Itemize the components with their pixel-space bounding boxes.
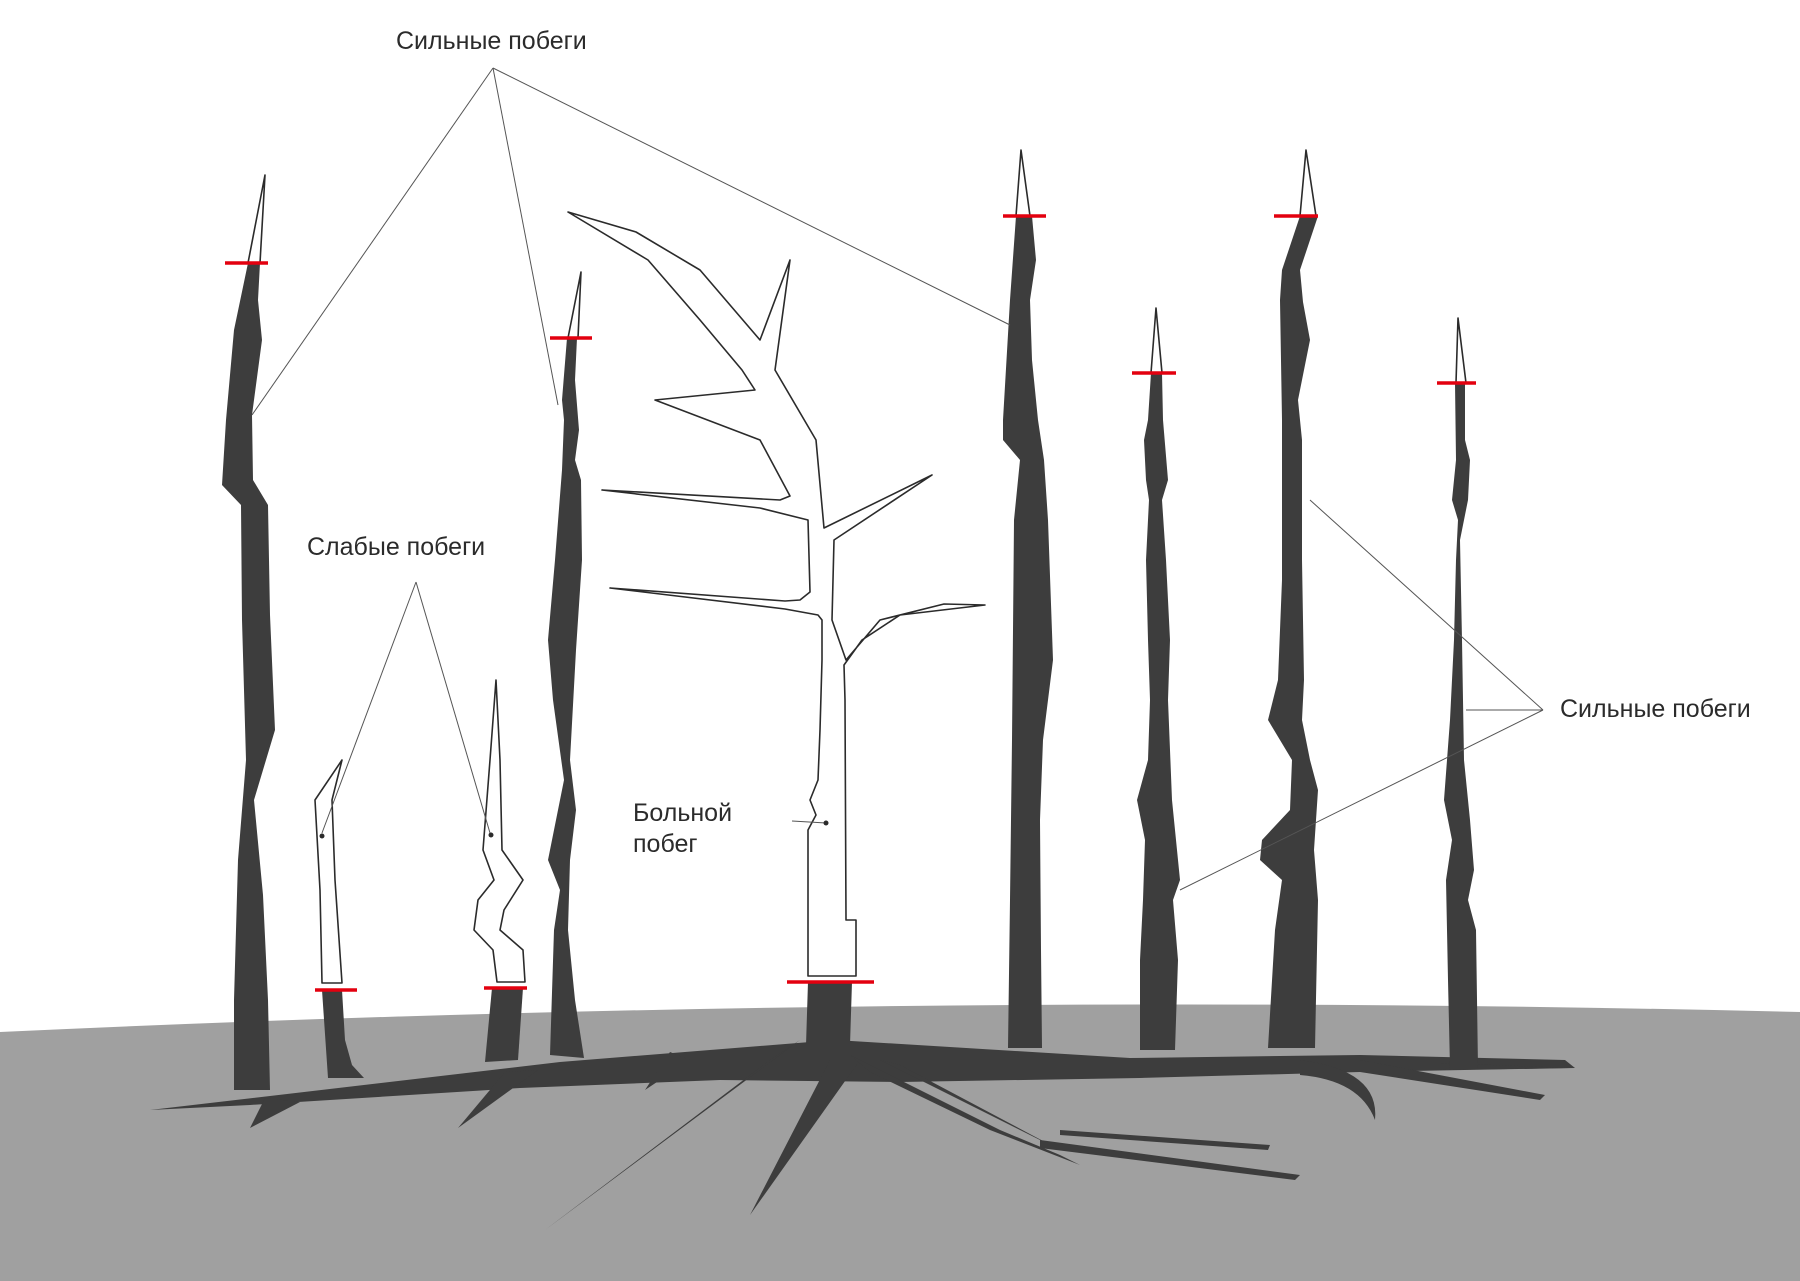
leader-strong-right-3 <box>1179 709 1544 891</box>
label-strong-shoots-right: Сильные побеги <box>1560 695 1751 723</box>
weak-stem-2-stub <box>485 988 523 1062</box>
weak-stem-1-stub <box>322 990 364 1078</box>
weak-shoot-1 <box>314 759 364 1078</box>
strong-shoot-3 <box>1003 149 1053 1048</box>
stem-5 <box>1003 216 1053 1048</box>
root-left-3 <box>645 1052 690 1090</box>
root-left-2 <box>458 1070 538 1128</box>
removed-tip-8 <box>1455 317 1467 384</box>
ground <box>0 1004 1800 1281</box>
leader-strong-top-3 <box>492 67 1011 326</box>
removed-diseased-shoot <box>567 211 986 977</box>
leader-dot-weak-2 <box>488 832 494 838</box>
leader-weak-2 <box>415 581 491 834</box>
leader-strong-top-1 <box>251 67 494 416</box>
root-main-2 <box>750 1060 860 1215</box>
root-main-3 <box>850 1055 1080 1165</box>
leader-diseased <box>791 820 827 824</box>
root-main-1 <box>545 1040 800 1230</box>
removed-tip-1 <box>247 174 266 264</box>
leader-strong-top-2 <box>492 67 559 406</box>
root-left-1 <box>250 1098 300 1128</box>
stem-8 <box>1444 383 1478 1068</box>
label-diseased-shoot: Больной побег <box>633 798 732 861</box>
leader-weak-1 <box>321 581 417 834</box>
leader-dot-weak-1 <box>319 833 325 839</box>
diseased-shoot <box>567 211 986 1045</box>
strong-shoot-6 <box>1437 317 1478 1068</box>
strong-shoot-5 <box>1260 149 1318 1048</box>
leader-lines <box>251 67 1544 891</box>
weak-shoot-2 <box>473 679 527 1062</box>
stem-1 <box>222 263 275 1090</box>
leader-dot-diseased <box>823 820 829 826</box>
removed-weak-shoot-2 <box>473 679 526 983</box>
root-main-6 <box>1060 1130 1270 1150</box>
strong-shoot-2 <box>548 271 592 1058</box>
label-diseased-line-2: побег <box>633 830 698 859</box>
label-strong-shoots-top: Сильные побеги <box>396 27 587 55</box>
leader-strong-right-1 <box>1309 499 1544 711</box>
main-rhizome <box>150 1040 1575 1110</box>
stem-7 <box>1260 216 1318 1048</box>
label-weak-shoots: Слабые побеги <box>307 533 486 561</box>
root-right-1 <box>1360 1060 1545 1100</box>
root-curl-right <box>1300 1060 1376 1120</box>
stem-3 <box>548 338 584 1058</box>
stem-6 <box>1137 373 1180 1050</box>
root-main-5 <box>1040 1140 1300 1180</box>
label-diseased-line-1: Больной <box>633 799 733 827</box>
removed-tip-5 <box>1015 149 1031 217</box>
strong-shoot-4 <box>1132 307 1180 1050</box>
removed-tip-6 <box>1150 307 1163 374</box>
removed-tip-3 <box>567 271 582 339</box>
strong-shoot-1 <box>222 174 275 1090</box>
diseased-stem-stub <box>806 982 852 1045</box>
removed-tip-7 <box>1299 149 1317 217</box>
removed-weak-shoot-1 <box>314 759 343 984</box>
